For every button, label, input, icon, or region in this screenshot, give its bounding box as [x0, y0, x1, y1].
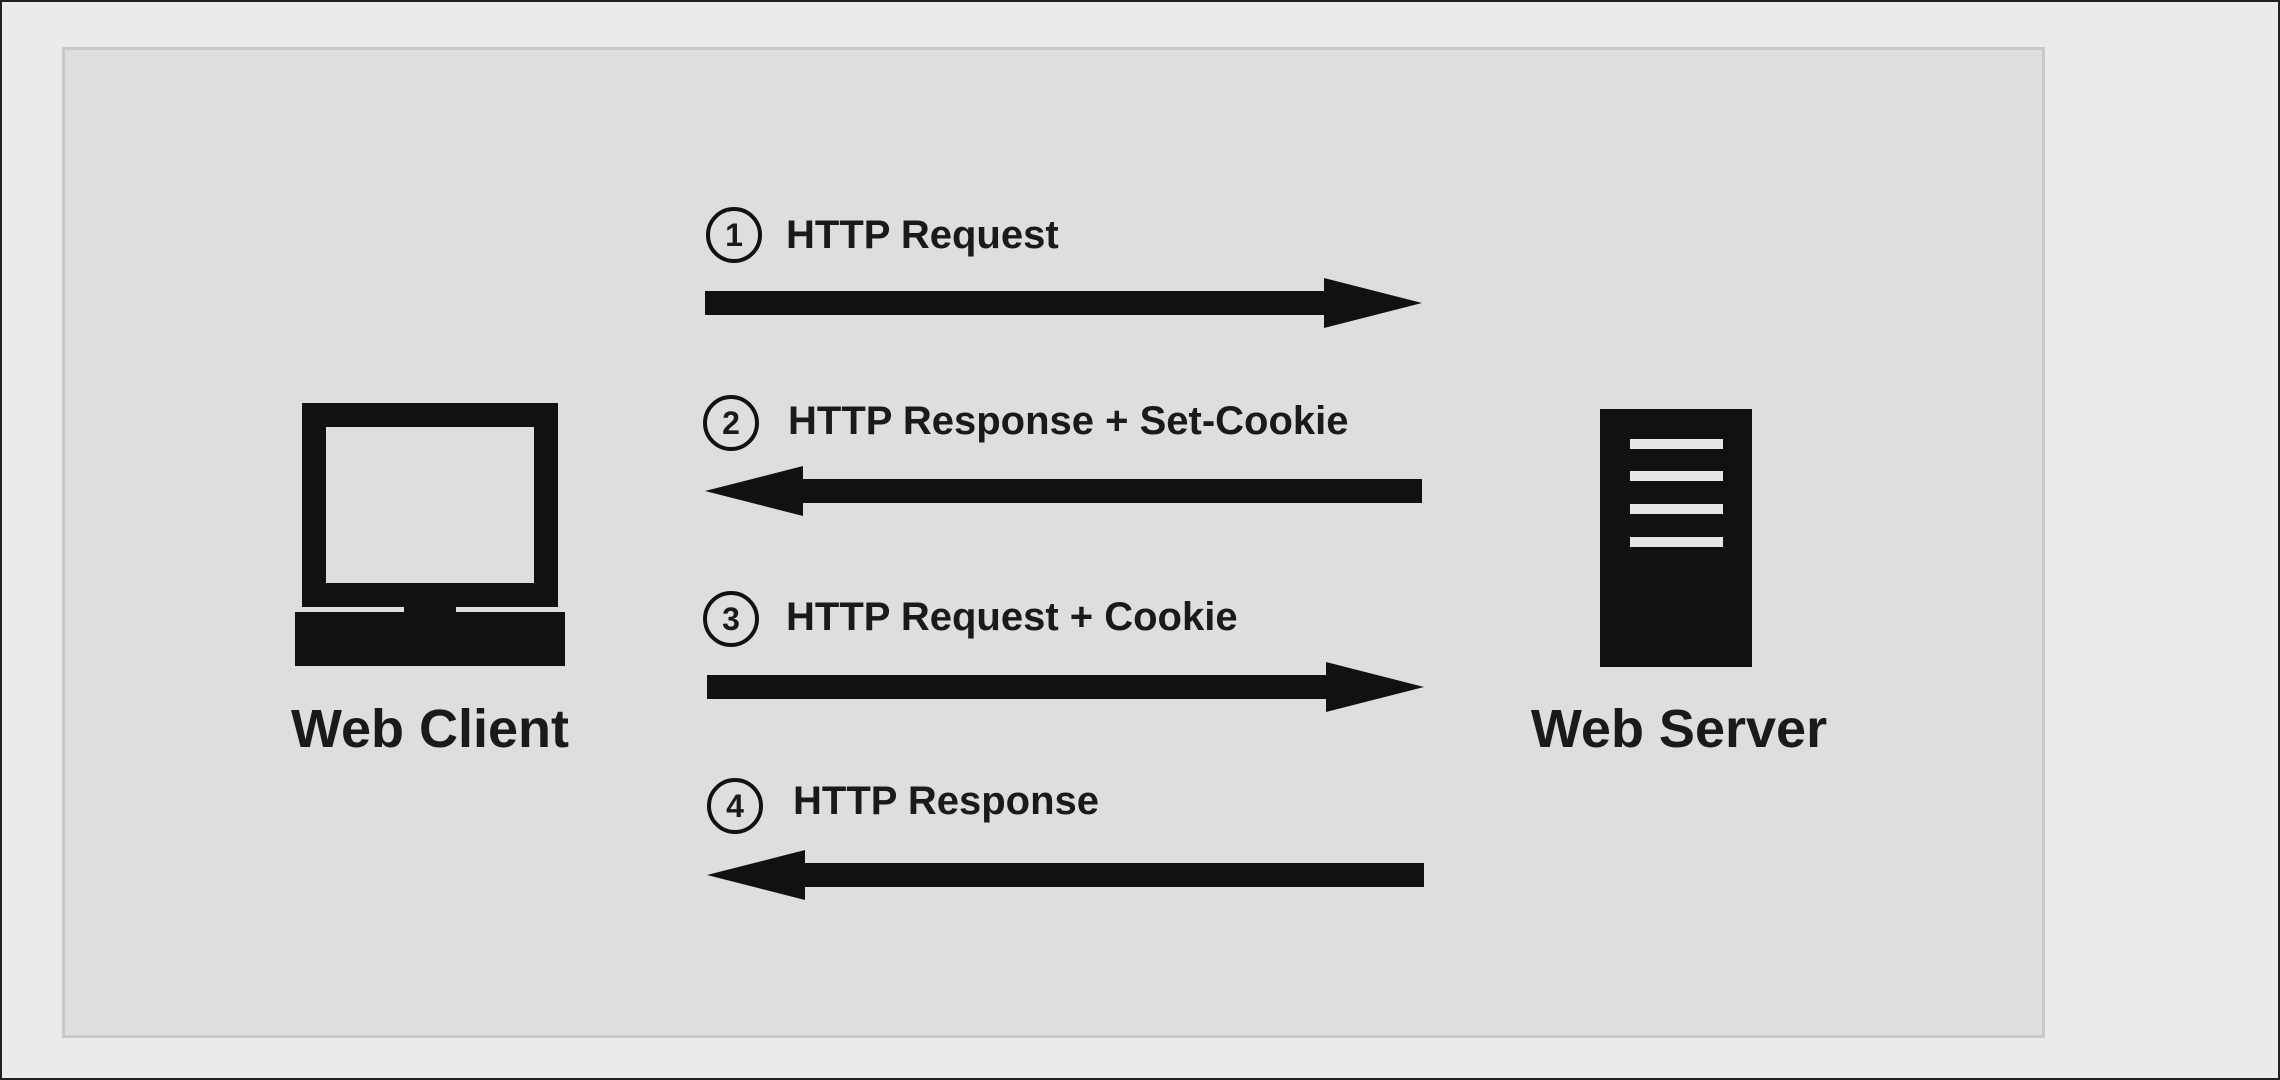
step-2: 2 HTTP Response + Set-Cookie [703, 395, 1422, 516]
server-icon [1600, 409, 1752, 667]
step-4-label: HTTP Response [793, 779, 1099, 823]
step-3-label: HTTP Request + Cookie [786, 595, 1238, 639]
step-4: 4 HTTP Response [707, 778, 1424, 900]
step-1-arrow-right [705, 278, 1422, 328]
computer-icon [295, 403, 565, 666]
step-1: 1 HTTP Request [705, 207, 1422, 328]
step-1-number: 1 [725, 217, 743, 253]
step-4-arrow-left [707, 850, 1424, 900]
step-3-number-circle [703, 591, 759, 647]
step-4-number-circle [707, 778, 763, 834]
step-2-arrow-left [705, 466, 1422, 516]
step-3: 3 HTTP Request + Cookie [703, 591, 1424, 712]
step-1-label: HTTP Request [786, 213, 1059, 257]
step-3-number: 3 [722, 601, 740, 637]
step-2-label: HTTP Response + Set-Cookie [788, 399, 1349, 443]
client-label: Web Client [291, 699, 569, 759]
step-2-number-circle [703, 395, 759, 451]
step-3-arrow-right [707, 662, 1424, 712]
server-label: Web Server [1531, 699, 1827, 759]
step-2-number: 2 [722, 405, 740, 441]
step-4-number: 4 [726, 788, 744, 824]
step-1-number-circle [706, 207, 762, 263]
